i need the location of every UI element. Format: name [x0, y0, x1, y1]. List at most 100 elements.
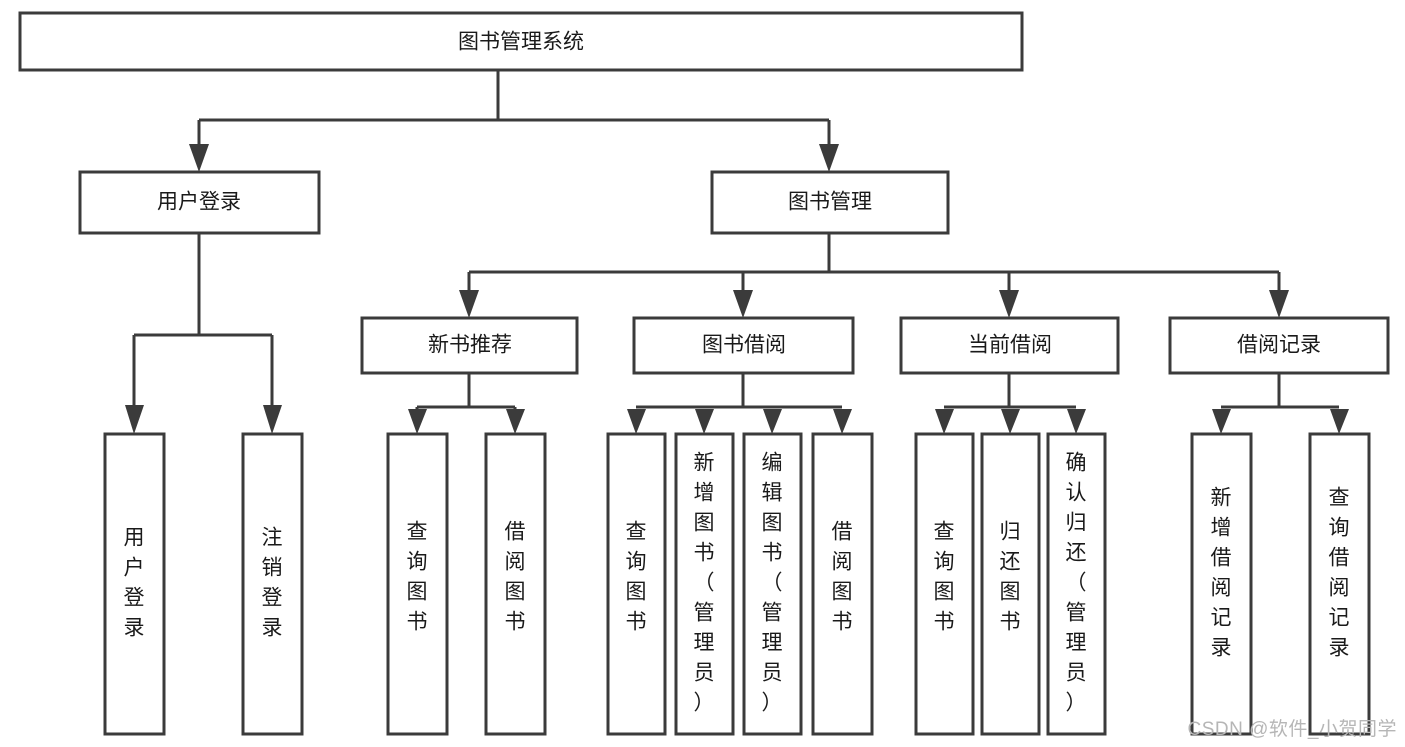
vertical-glyph: 录: [124, 617, 145, 640]
node-current-borrow-box[interactable]: [899, 316, 1120, 375]
vertical-glyph: 理: [762, 632, 783, 655]
node-root-label: 图书管理系统: [458, 31, 584, 54]
vertical-glyph: 用: [124, 527, 145, 550]
vertical-glyph: （: [762, 572, 783, 595]
vertical-glyph: 员: [762, 662, 783, 685]
node-leaf-logout-box[interactable]: [241, 432, 304, 736]
vertical-glyph: 查: [934, 521, 955, 544]
vertical-glyph: 归: [1000, 521, 1021, 544]
vertical-glyph: 阅: [1329, 577, 1350, 600]
connector-group-book-borrow: [627, 373, 852, 434]
vertical-glyph: 归: [1066, 512, 1087, 535]
node-user-login-label: 用户登录: [157, 191, 241, 214]
node-root-box[interactable]: [18, 11, 1024, 72]
node-user-login[interactable]: 用户登录: [78, 170, 321, 235]
node-leaf-query-book-current-box[interactable]: [914, 432, 975, 736]
node-user-login-box[interactable]: [78, 170, 321, 235]
vertical-glyph: 借: [505, 521, 526, 544]
node-leaf-confirm-return-admin-box[interactable]: [1046, 432, 1107, 736]
vertical-glyph: 录: [1329, 637, 1350, 660]
node-book-management-box[interactable]: [710, 170, 950, 235]
node-leaf-query-borrow-record-box[interactable]: [1308, 432, 1371, 736]
arrow-head-leaf-edit-book-admin: [763, 409, 782, 434]
vertical-glyph: 新: [694, 452, 715, 475]
node-leaf-query-book-borrow-box[interactable]: [606, 432, 667, 736]
node-leaf-borrow-book-box[interactable]: [811, 432, 874, 736]
vertical-glyph: 理: [694, 632, 715, 655]
node-book-borrow-box[interactable]: [632, 316, 855, 375]
node-borrow-records-label: 借阅记录: [1237, 334, 1321, 357]
vertical-glyph: 确: [1066, 452, 1087, 475]
vertical-glyph: 记: [1329, 607, 1350, 630]
vertical-glyph: 销: [262, 557, 283, 580]
node-leaf-add-borrow-record-box[interactable]: [1190, 432, 1253, 736]
node-leaf-user-login[interactable]: 用户登录: [103, 432, 166, 736]
arrow-head-leaf-borrow-book: [833, 409, 852, 434]
arrow-head-new-book-recommend: [459, 290, 479, 318]
node-leaf-edit-book-admin-box[interactable]: [742, 432, 803, 736]
arrow-head-leaf-borrow-book-rec: [506, 409, 525, 434]
arrow-head-leaf-return-book: [1001, 409, 1020, 434]
node-book-management[interactable]: 图书管理: [710, 170, 950, 235]
node-new-book-recommend-box[interactable]: [360, 316, 579, 375]
arrow-head-leaf-user-login: [125, 405, 144, 434]
node-leaf-user-login-label: 用户登录: [124, 527, 145, 640]
arrow-head-book-management: [819, 144, 839, 172]
vertical-glyph: ）: [694, 692, 715, 715]
node-book-borrow[interactable]: 图书借阅: [632, 316, 855, 375]
vertical-glyph: 员: [694, 662, 715, 685]
node-leaf-query-book-rec-box[interactable]: [386, 432, 449, 736]
connector-group-new-book-recommend: [408, 373, 525, 434]
node-book-borrow-label: 图书借阅: [702, 334, 786, 357]
node-new-book-recommend[interactable]: 新书推荐: [360, 316, 579, 375]
vertical-glyph: 增: [694, 482, 715, 505]
vertical-glyph: 员: [1066, 662, 1087, 685]
vertical-glyph: 管: [694, 602, 715, 625]
vertical-glyph: 书: [1000, 611, 1021, 634]
vertical-glyph: 阅: [832, 551, 853, 574]
vertical-glyph: 管: [1066, 602, 1087, 625]
vertical-glyph: 询: [626, 551, 647, 574]
node-current-borrow[interactable]: 当前借阅: [899, 316, 1120, 375]
vertical-glyph: ）: [762, 692, 783, 715]
vertical-glyph: 书: [626, 611, 647, 634]
node-leaf-user-login-box[interactable]: [103, 432, 166, 736]
vertical-glyph: 理: [1066, 632, 1087, 655]
node-new-book-recommend-label: 新书推荐: [428, 334, 512, 357]
arrow-head-leaf-query-borrow-record: [1330, 409, 1349, 434]
node-leaf-borrow-book-rec-box[interactable]: [484, 432, 547, 736]
node-leaf-return-book-box[interactable]: [980, 432, 1041, 736]
vertical-glyph: 书: [762, 542, 783, 565]
vertical-glyph: 图: [626, 581, 647, 604]
connector-group-user-login: [125, 233, 282, 434]
node-root[interactable]: 图书管理系统: [18, 11, 1024, 72]
vertical-glyph: ）: [1066, 692, 1087, 715]
node-leaf-add-book-admin-box[interactable]: [674, 432, 735, 736]
node-borrow-records[interactable]: 借阅记录: [1168, 316, 1390, 375]
node-current-borrow-label: 当前借阅: [968, 334, 1052, 357]
node-borrow-records-box[interactable]: [1168, 316, 1390, 375]
vertical-glyph: 阅: [505, 551, 526, 574]
connector-group-current-borrow: [935, 373, 1086, 434]
